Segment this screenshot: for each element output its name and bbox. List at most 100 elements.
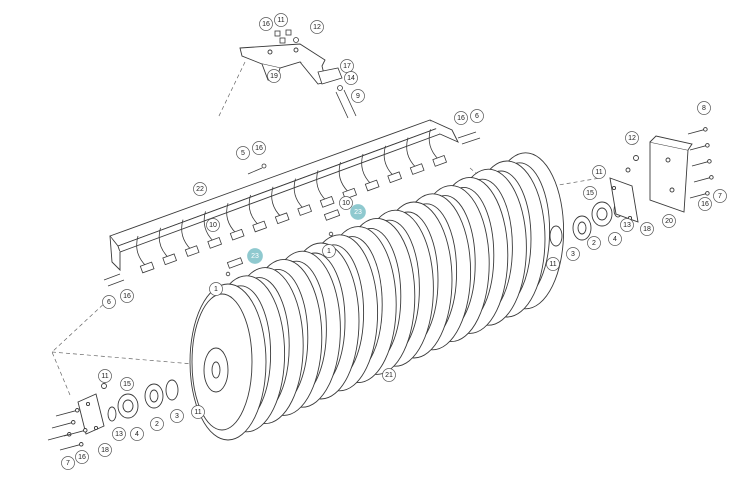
callout-label: 10 (342, 200, 350, 207)
callout-label: 13 (623, 222, 631, 229)
callout-label: 3 (175, 413, 179, 420)
callout-label: 16 (262, 21, 270, 28)
callout-16: 16 (75, 450, 89, 464)
callout-label: 20 (665, 218, 673, 225)
bolt (63, 428, 88, 437)
callout-circle (640, 222, 654, 236)
callout-circle (120, 289, 134, 303)
scraper-blades (136, 129, 448, 274)
callout-circle (102, 295, 116, 309)
callout-circle (350, 204, 366, 220)
bolt-6-left (107, 279, 125, 287)
bracket-hardware (274, 29, 357, 119)
callout-circle (236, 146, 250, 160)
callout-1: 1 (322, 244, 336, 258)
callout-11: 11 (592, 165, 606, 179)
guide-line-bracket (217, 61, 246, 119)
callout-circle (259, 17, 273, 31)
callout-6: 6 (102, 295, 116, 309)
callout-circle (454, 111, 468, 125)
callout-circle (191, 405, 205, 419)
bolt (689, 143, 710, 151)
callout-circle (247, 248, 263, 264)
scraper-blade (271, 186, 290, 225)
callout-label: 18 (643, 226, 651, 233)
callout-12: 12 (625, 131, 639, 145)
callout-circle (546, 257, 560, 271)
callout-label: 18 (101, 447, 109, 454)
callout-label: 11 (595, 169, 602, 176)
callout-13: 13 (112, 427, 126, 441)
guide-line-left-hub (51, 299, 109, 396)
callout-label: 16 (255, 145, 263, 152)
callout-16: 16 (259, 17, 273, 31)
callout-circle (470, 109, 484, 123)
left-bearing-assembly (77, 379, 179, 435)
callout-label: 16 (457, 115, 465, 122)
roller-disc-stack-21 (189, 152, 565, 441)
callout-circle (267, 69, 281, 83)
callout-circle (625, 131, 639, 145)
callout-3: 3 (170, 409, 184, 423)
u-bolt-9 (335, 89, 357, 119)
callout-label: 7 (66, 460, 70, 467)
bolt (687, 127, 708, 135)
flange-plate-18-right (609, 177, 639, 223)
callout-2: 2 (587, 236, 601, 250)
callout-label: 11 (549, 261, 556, 268)
callout-label: 23 (251, 253, 259, 260)
callout-label: 8 (702, 105, 706, 112)
callout-label: 3 (571, 251, 575, 258)
guide-line-axle (51, 351, 206, 366)
bolt (55, 408, 80, 417)
callout-circle (170, 409, 184, 423)
callout-2: 2 (150, 417, 164, 431)
callout-label: 4 (613, 236, 617, 243)
callout-label: 5 (241, 150, 245, 157)
callout-circle (592, 165, 606, 179)
scraper-blade (181, 219, 200, 257)
scraper-bar-hardware (103, 131, 481, 287)
callout-label: 21 (385, 372, 393, 379)
roller-axle-end (203, 347, 229, 393)
callout-16: 16 (120, 289, 134, 303)
callout-13: 13 (620, 218, 634, 232)
callout-circle (206, 218, 220, 232)
scraper-blade (428, 129, 448, 167)
callout-16: 16 (698, 197, 712, 211)
callout-12: 12 (310, 20, 324, 34)
callout-19: 19 (267, 69, 281, 83)
scraper-blade (248, 194, 268, 233)
bolt (689, 191, 710, 199)
callout-label: 17 (343, 63, 351, 70)
callout-14: 14 (344, 71, 358, 85)
bolt (51, 420, 76, 429)
callout-circle (662, 214, 676, 228)
callout-23: 23 (350, 204, 366, 220)
right-bearing-assembly (549, 135, 693, 247)
callout-circle (193, 182, 207, 196)
callout-label: 2 (592, 240, 596, 247)
callout-circle (587, 236, 601, 250)
spacer-3-left (165, 379, 179, 401)
callout-label: 2 (155, 421, 159, 428)
callout-label: 23 (354, 209, 362, 216)
callout-circle (274, 13, 288, 27)
callout-11: 11 (98, 369, 112, 383)
callout-15: 15 (583, 186, 597, 200)
scraper-blade (158, 227, 178, 266)
callout-label: 12 (313, 24, 321, 31)
callout-circle (608, 232, 622, 246)
bolt (59, 442, 84, 451)
callout-5: 5 (236, 146, 250, 160)
callout-circle (209, 282, 223, 296)
bolt (691, 159, 712, 167)
callout-label: 16 (123, 293, 131, 300)
callout-label: 11 (194, 409, 201, 416)
callout-circle (310, 20, 324, 34)
callout-3: 3 (566, 247, 580, 261)
callout-circle (351, 89, 365, 103)
scraper-blade (226, 203, 245, 241)
callout-8: 8 (697, 101, 711, 115)
bracket-clamp-17 (317, 67, 343, 85)
